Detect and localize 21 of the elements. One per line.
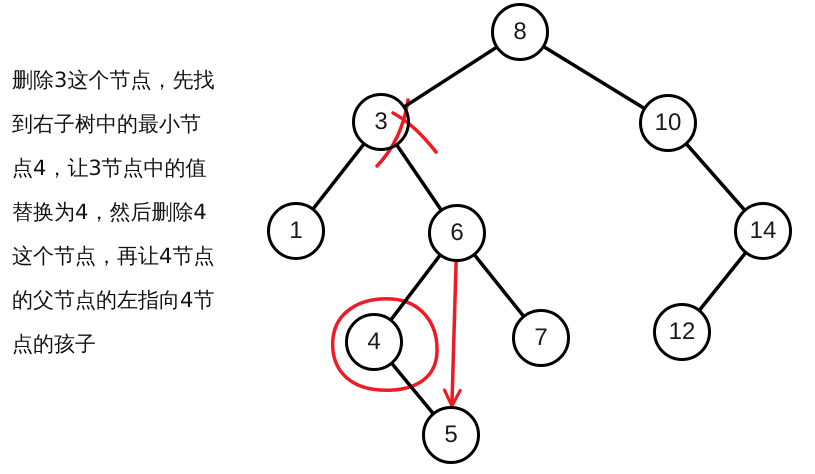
tree-node: 4 [345, 313, 403, 371]
tree-node: 14 [734, 202, 792, 260]
connector-line [698, 252, 747, 312]
tree-node: 3 [352, 93, 410, 151]
tree-node: 10 [639, 94, 697, 152]
connector-line [312, 143, 365, 210]
connector-line [404, 46, 498, 108]
tree-node: 6 [428, 204, 486, 262]
connector-line [473, 254, 525, 318]
description-text: 删除3这个节点，先找到右子树中的最小节点4，让3节点中的值替换为4，然后删除4这个节点，再让4节点的父节点的左指向4节点的孩子 [12, 67, 216, 358]
tree-node: 7 [512, 309, 570, 367]
tree-node: 12 [653, 303, 711, 361]
connector-line [390, 362, 434, 414]
connector-line [542, 45, 646, 110]
tree-node: 1 [267, 202, 325, 260]
connector-line [396, 144, 442, 211]
tree-node: 8 [491, 3, 549, 61]
arrow [442, 260, 462, 408]
tree-node: 5 [422, 406, 480, 464]
connector-line [390, 254, 442, 321]
connector-line [685, 143, 746, 211]
